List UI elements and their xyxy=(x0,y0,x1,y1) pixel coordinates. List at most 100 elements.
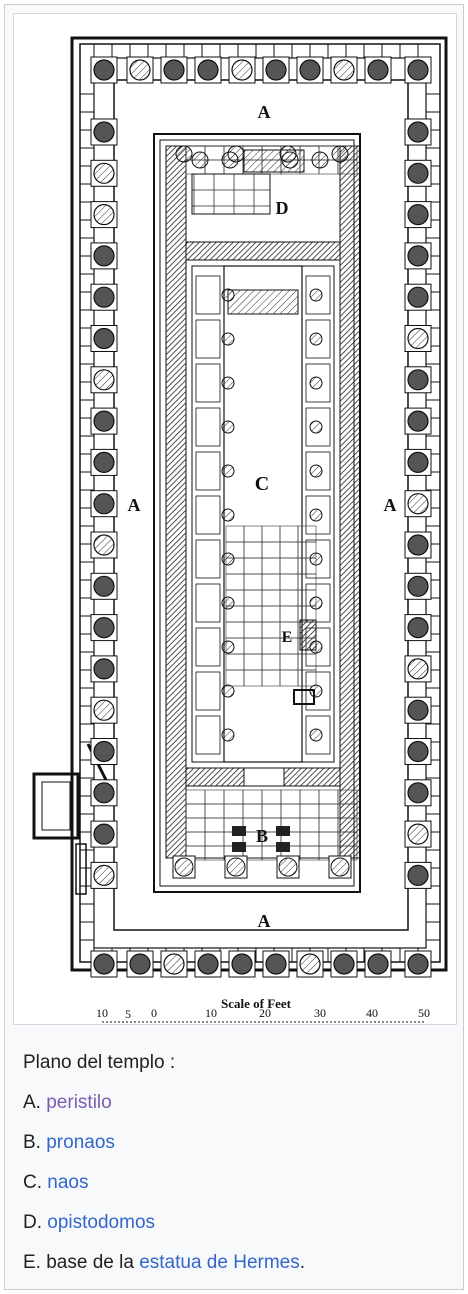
column xyxy=(93,59,115,81)
scale-tick-0: 10 xyxy=(96,1006,108,1020)
column xyxy=(93,493,115,515)
column xyxy=(407,699,429,721)
caption-item-b: B. pronaos xyxy=(23,1123,453,1163)
column xyxy=(407,782,429,804)
link-peristilo[interactable]: peristilo xyxy=(46,1092,112,1113)
naos-room xyxy=(185,259,341,769)
opisthodomos-front-column xyxy=(331,145,349,163)
column xyxy=(407,369,429,391)
opisthodomos-column xyxy=(311,151,329,169)
column xyxy=(407,740,429,763)
column xyxy=(407,204,429,226)
naos-column xyxy=(309,288,323,302)
column xyxy=(93,369,115,391)
scale-tick-4: 20 xyxy=(259,1006,271,1020)
column xyxy=(407,451,429,473)
column xyxy=(407,493,429,515)
naos-column xyxy=(221,596,235,610)
temple-plan-image[interactable]: A A A A C D B E Scale of Feet 10 5 0 10 … xyxy=(13,13,457,1025)
naos-column xyxy=(309,464,323,478)
column xyxy=(367,953,389,975)
column xyxy=(93,121,115,143)
column xyxy=(93,286,115,308)
scale-bar: Scale of Feet 10 5 0 10 20 30 40 50 xyxy=(96,996,430,1023)
caption-item-e-prefix: E. base de la xyxy=(23,1252,140,1273)
column xyxy=(407,59,429,81)
column xyxy=(407,616,429,639)
label-e: E xyxy=(282,629,293,646)
label-d: D xyxy=(276,198,289,218)
column xyxy=(197,953,219,975)
column xyxy=(299,953,321,975)
column xyxy=(407,410,429,432)
column xyxy=(93,616,115,639)
caption-item-e: E. base de la estatua de Hermes. xyxy=(23,1243,453,1283)
column xyxy=(299,59,321,81)
caption-item-c-prefix: C. xyxy=(23,1172,48,1193)
link-naos[interactable]: naos xyxy=(47,1172,89,1193)
column xyxy=(231,59,253,81)
naos-column xyxy=(221,376,235,390)
pronaos-column xyxy=(278,857,298,877)
column xyxy=(163,59,185,81)
caption-item-a-prefix: A. xyxy=(23,1092,47,1113)
caption-item-c: C. naos xyxy=(23,1163,453,1203)
naos-column xyxy=(221,288,235,302)
naos-column xyxy=(309,332,323,346)
caption-item-d: D. opistodomos xyxy=(23,1203,453,1243)
label-c: C xyxy=(255,473,269,495)
link-pronaos[interactable]: pronaos xyxy=(46,1132,115,1153)
column xyxy=(407,575,429,597)
scale-tick-5: 30 xyxy=(314,1006,326,1020)
pronaos-column xyxy=(174,857,194,877)
caption-item-b-prefix: B. xyxy=(23,1132,47,1153)
opisthodomos-room xyxy=(185,145,358,243)
column xyxy=(231,953,253,975)
naos-column xyxy=(221,508,235,522)
column xyxy=(93,534,115,556)
caption-item-a: A. peristilo xyxy=(23,1083,453,1123)
column xyxy=(407,245,429,267)
scale-tick-3: 10 xyxy=(205,1006,217,1020)
caption-item-d-prefix: D. xyxy=(23,1212,48,1233)
naos-column xyxy=(221,332,235,346)
naos-column xyxy=(221,684,235,698)
link-opistodomos[interactable]: opistodomos xyxy=(47,1212,156,1233)
label-b: B xyxy=(256,826,268,846)
cross-wall xyxy=(185,241,341,261)
scale-title: Scale of Feet xyxy=(221,996,292,1011)
column xyxy=(333,953,355,975)
column xyxy=(129,59,151,81)
scale-tick-1: 5 xyxy=(125,1007,131,1021)
temple-plan-drawing: A A A A C D B E Scale of Feet 10 5 0 10 … xyxy=(32,36,448,1023)
naos-column xyxy=(221,728,235,742)
naos-column xyxy=(221,640,235,654)
column xyxy=(93,699,115,721)
column xyxy=(93,782,115,804)
column xyxy=(163,953,185,975)
column xyxy=(93,204,115,226)
column xyxy=(93,953,115,975)
caption-item-e-suffix: . xyxy=(299,1252,306,1273)
column xyxy=(93,823,115,845)
link-estatua-de-hermes[interactable]: estatua de Hermes xyxy=(139,1252,300,1273)
column xyxy=(93,658,115,680)
cella-west-wall xyxy=(165,145,187,859)
peristyle-columns xyxy=(90,56,432,978)
scale-tick-2: 0 xyxy=(151,1006,157,1020)
column xyxy=(407,327,429,350)
image-thumbnail: A A A A C D B E Scale of Feet 10 5 0 10 … xyxy=(4,4,464,1290)
naos-column xyxy=(309,420,323,434)
scale-tick-6: 40 xyxy=(366,1006,378,1020)
column xyxy=(93,327,115,350)
column xyxy=(265,953,287,975)
column xyxy=(407,823,429,845)
naos-column xyxy=(221,420,235,434)
opisthodomos-front-column xyxy=(279,145,297,163)
pronaos-column xyxy=(330,857,350,877)
column xyxy=(93,245,115,267)
column xyxy=(367,59,389,81)
naos-column xyxy=(309,508,323,522)
column xyxy=(197,59,219,81)
column xyxy=(407,162,429,184)
